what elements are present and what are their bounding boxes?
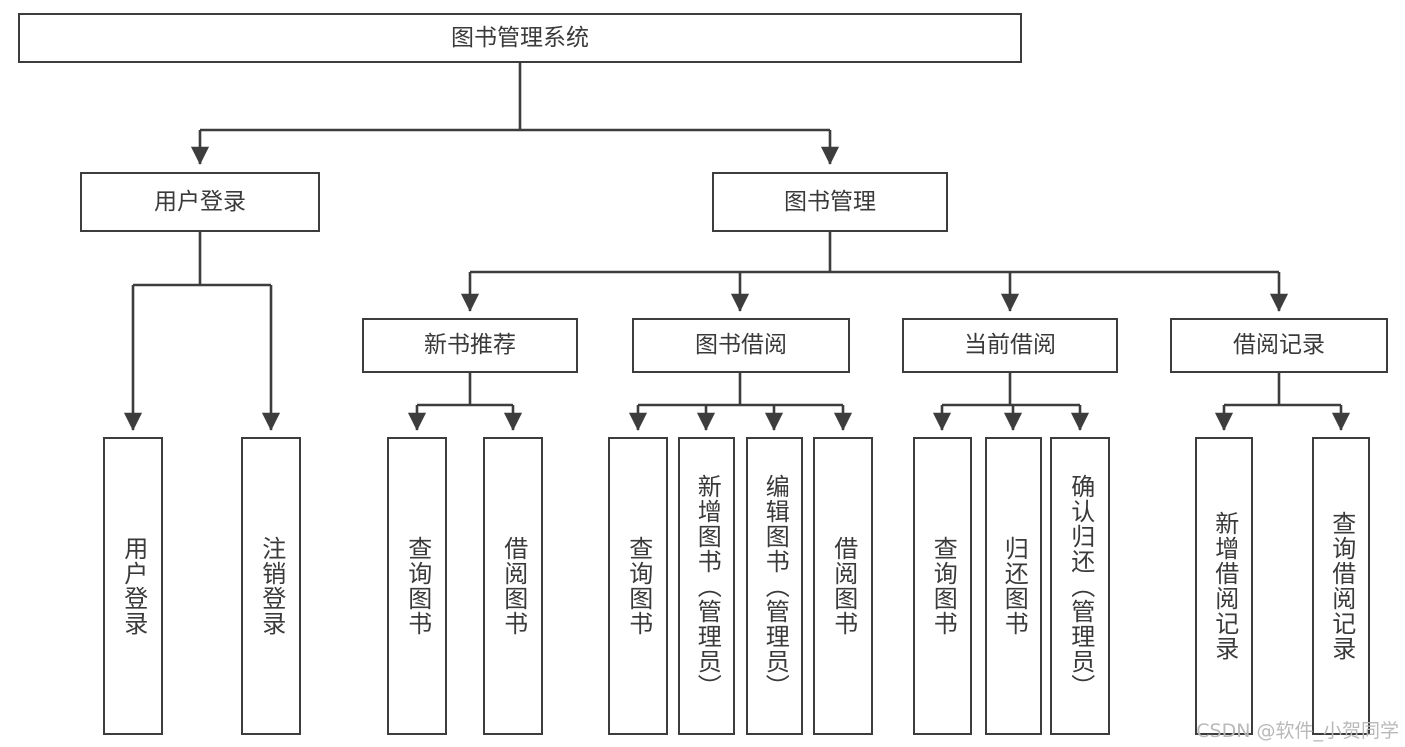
node-book-borrow[interactable]: 图书借阅 [632,318,850,373]
node-label: 当前借阅 [964,332,1056,358]
leaf-edit-book-admin[interactable]: 编辑图书（管理员） [746,437,803,735]
leaf-borrow-books[interactable]: 借阅图书 [813,437,873,735]
node-borrow-records[interactable]: 借阅记录 [1170,318,1388,373]
node-label: 图书借阅 [695,332,787,358]
node-label: 查询图书 [624,536,653,636]
node-label: 查询图书 [403,536,432,636]
leaf-return-books[interactable]: 归还图书 [985,437,1042,735]
node-label: 借阅图书 [829,536,858,636]
leaf-query-books-recommend[interactable]: 查询图书 [387,437,447,735]
leaf-query-borrow-record[interactable]: 查询借阅记录 [1312,437,1370,735]
node-label: 编辑图书（管理员） [761,473,790,699]
node-current-borrow[interactable]: 当前借阅 [902,318,1118,373]
node-label: 确认归还（管理员） [1066,473,1095,699]
node-new-book-recommend[interactable]: 新书推荐 [362,318,578,373]
node-label: 注销登录 [257,536,286,636]
node-label: 新书推荐 [424,332,516,358]
node-label: 归还图书 [1000,536,1029,636]
leaf-add-borrow-record[interactable]: 新增借阅记录 [1195,437,1253,735]
node-label: 查询图书 [929,536,958,636]
node-book-management[interactable]: 图书管理 [712,172,948,232]
node-label: 借阅图书 [499,536,528,636]
leaf-query-books-borrow[interactable]: 查询图书 [608,437,668,735]
leaf-user-login[interactable]: 用户登录 [103,437,163,735]
node-label: 查询借阅记录 [1327,511,1356,661]
leaf-borrow-books-recommend[interactable]: 借阅图书 [483,437,543,735]
watermark-text: CSDN @软件_小贺同学 [1196,720,1399,742]
node-label: 用户登录 [154,188,246,215]
node-label: 图书管理系统 [451,24,589,51]
node-label: 新增借阅记录 [1210,511,1239,661]
node-label: 新增图书（管理员） [693,473,722,699]
leaf-add-book-admin[interactable]: 新增图书（管理员） [678,437,735,735]
leaf-confirm-return-admin[interactable]: 确认归还（管理员） [1050,437,1110,735]
node-root-system[interactable]: 图书管理系统 [18,13,1022,63]
node-label: 图书管理 [784,188,876,215]
node-user-login[interactable]: 用户登录 [80,172,320,232]
leaf-query-books-current[interactable]: 查询图书 [913,437,972,735]
node-label: 用户登录 [119,536,148,636]
leaf-logout[interactable]: 注销登录 [241,437,301,735]
node-label: 借阅记录 [1233,332,1325,358]
